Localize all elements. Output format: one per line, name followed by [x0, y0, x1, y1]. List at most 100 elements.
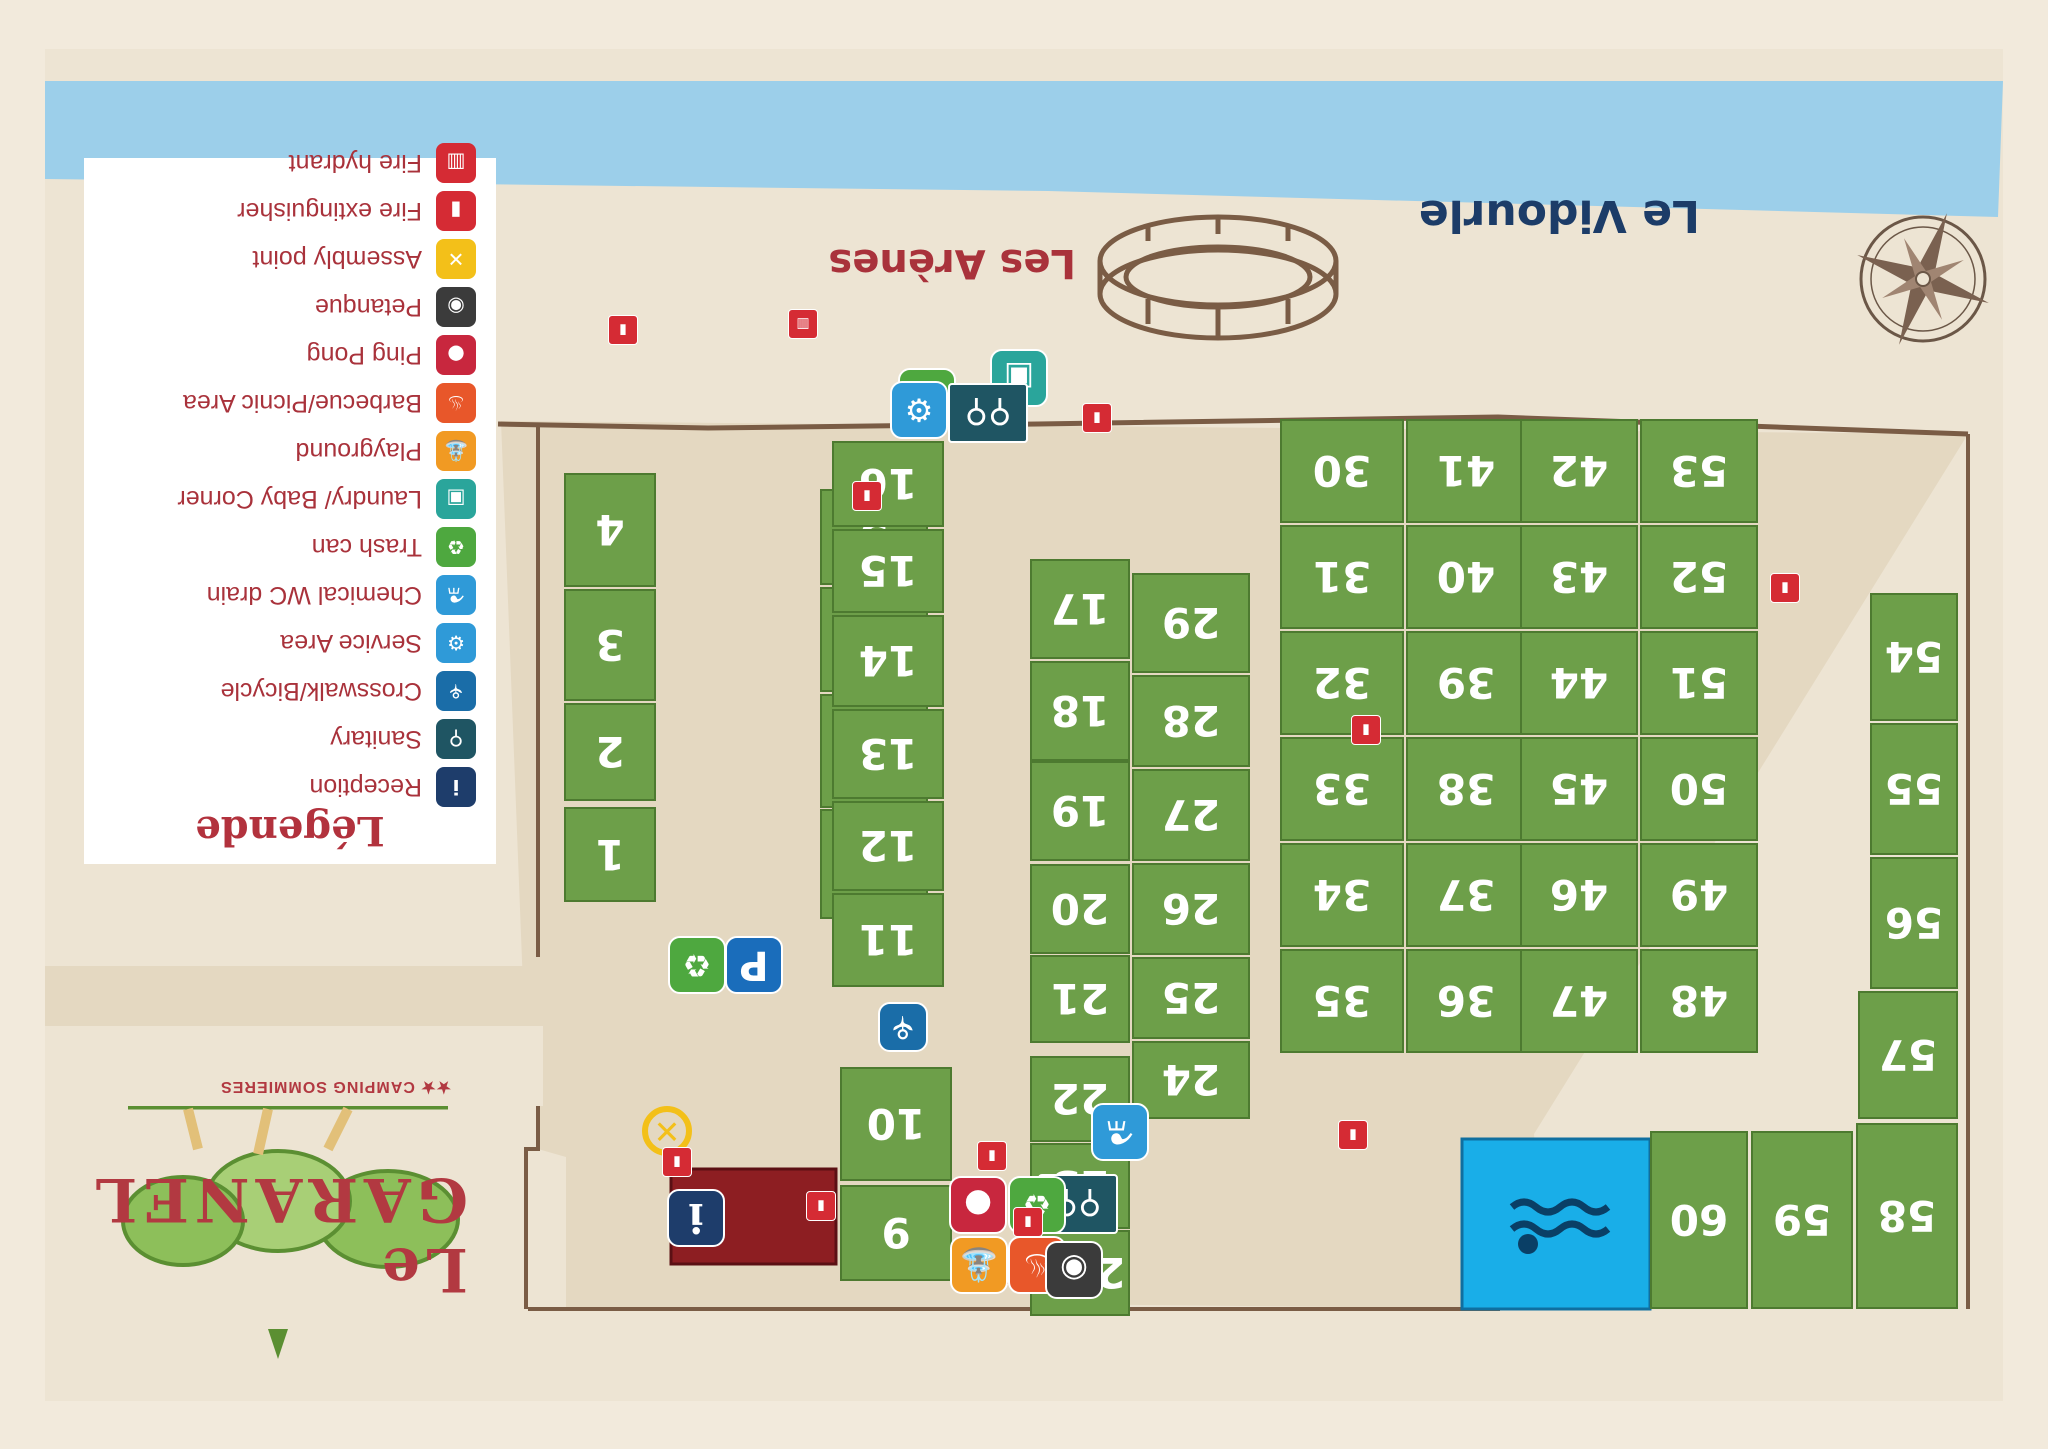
trash-can-icon[interactable]: ♻: [668, 936, 726, 994]
pitch-26[interactable]: 26: [1132, 863, 1250, 955]
pitch-54[interactable]: 54: [1870, 593, 1958, 721]
petanque-icon[interactable]: ◉: [1045, 1241, 1103, 1299]
pitch-43[interactable]: 43: [1520, 525, 1638, 629]
pitch-46[interactable]: 46: [1520, 843, 1638, 947]
trash-can-icon: ♻: [436, 527, 476, 567]
pitch-number: 1: [595, 830, 625, 879]
pitch-16[interactable]: 16: [832, 441, 944, 527]
pitch-20[interactable]: 20: [1030, 864, 1130, 954]
pitch-47[interactable]: 47: [1520, 949, 1638, 1053]
river-vidourle: [45, 81, 2003, 217]
fire-extinguisher-icon[interactable]: ▮: [806, 1191, 836, 1221]
pitch-14[interactable]: 14: [832, 615, 944, 707]
pitch-number: 56: [1884, 898, 1944, 948]
parking-icon[interactable]: P: [725, 936, 783, 994]
pitch-33[interactable]: 33: [1280, 737, 1404, 841]
fire-extinguisher-icon[interactable]: ▮: [662, 1147, 692, 1177]
legend-item: ⚲Sanitary: [330, 717, 476, 761]
pitch-1[interactable]: 1: [564, 807, 656, 902]
pitch-34[interactable]: 34: [1280, 843, 1404, 947]
playground-icon[interactable]: ⛲: [950, 1236, 1008, 1294]
pitch-35[interactable]: 35: [1280, 949, 1404, 1053]
chemical-wc-icon[interactable]: ⚗: [1091, 1103, 1149, 1161]
assembly-point-icon: ✕: [436, 239, 476, 279]
pitch-37[interactable]: 37: [1406, 843, 1526, 947]
fire-extinguisher-icon[interactable]: ▮: [1351, 715, 1381, 745]
fire-extinguisher-icon[interactable]: ▮: [1082, 403, 1112, 433]
arena-label: Les Arènes: [828, 240, 1076, 286]
fire-extinguisher-icon[interactable]: ▮: [977, 1141, 1007, 1171]
pitch-21[interactable]: 21: [1030, 955, 1130, 1043]
service-area-icon[interactable]: ⚙: [890, 381, 948, 439]
pitch-number: 42: [1549, 446, 1609, 496]
pitch-18[interactable]: 18: [1030, 661, 1130, 761]
fire-extinguisher-icon[interactable]: ▮: [852, 481, 882, 511]
fire-extinguisher-icon[interactable]: ▮: [1770, 573, 1800, 603]
legend-label: Crosswalk/Bicycle: [220, 677, 422, 706]
legend-item: ⚘Crosswalk/Bicycle: [221, 669, 476, 713]
pitch-49[interactable]: 49: [1640, 843, 1758, 947]
pitch-40[interactable]: 40: [1406, 525, 1526, 629]
pitch-30[interactable]: 30: [1280, 419, 1404, 523]
pitch-53[interactable]: 53: [1640, 419, 1758, 523]
ping-pong-icon: ●: [436, 335, 476, 375]
pitch-25[interactable]: 25: [1132, 957, 1250, 1039]
swimming-pool: [1460, 1137, 1652, 1311]
pitch-15[interactable]: 15: [832, 529, 944, 613]
reception-icon[interactable]: i: [667, 1189, 725, 1247]
compass-rose: [1857, 213, 1989, 345]
pitch-42[interactable]: 42: [1520, 419, 1638, 523]
pitch-13[interactable]: 13: [832, 709, 944, 799]
pitch-55[interactable]: 55: [1870, 723, 1958, 855]
pitch-number: 29: [1161, 598, 1221, 648]
pitch-60[interactable]: 60: [1650, 1131, 1748, 1309]
pitch-39[interactable]: 39: [1406, 631, 1526, 735]
pitch-number: 50: [1669, 764, 1729, 814]
fire-extinguisher-icon[interactable]: ▮: [608, 315, 638, 345]
pitch-45[interactable]: 45: [1520, 737, 1638, 841]
fire-hydrant-icon[interactable]: ▥: [788, 309, 818, 339]
pitch-41[interactable]: 41: [1406, 419, 1526, 523]
pitch-17[interactable]: 17: [1030, 559, 1130, 659]
pitch-number: 2: [595, 727, 625, 777]
pitch-number: 33: [1312, 764, 1372, 814]
pitch-48[interactable]: 48: [1640, 949, 1758, 1053]
pitch-32[interactable]: 32: [1280, 631, 1404, 735]
pitch-number: 41: [1436, 446, 1496, 496]
pitch-number: 45: [1549, 764, 1609, 814]
pitch-52[interactable]: 52: [1640, 525, 1758, 629]
pitch-31[interactable]: 31: [1280, 525, 1404, 629]
pitch-24[interactable]: 24: [1132, 1041, 1250, 1119]
pitch-19[interactable]: 19: [1030, 761, 1130, 861]
pitch-59[interactable]: 59: [1751, 1131, 1853, 1309]
pitch-56[interactable]: 56: [1870, 857, 1958, 989]
legend-item: ▥Fire hydrant: [289, 141, 476, 185]
pitch-9[interactable]: 9: [840, 1185, 952, 1281]
ping-pong-icon[interactable]: ●: [949, 1176, 1007, 1234]
legend-label: Playground: [295, 437, 422, 466]
pitch-11[interactable]: 11: [832, 893, 944, 987]
pitch-57[interactable]: 57: [1858, 991, 1958, 1119]
pitch-58[interactable]: 58: [1856, 1123, 1958, 1309]
pitch-2[interactable]: 2: [564, 703, 656, 801]
logo-artwork: [121, 1104, 460, 1359]
pitch-12[interactable]: 12: [832, 801, 944, 891]
river-label: Le Vidourle: [1418, 190, 1700, 241]
pitch-4[interactable]: 4: [564, 473, 656, 587]
pitch-36[interactable]: 36: [1406, 949, 1526, 1053]
pitch-number: 38: [1436, 764, 1496, 814]
pitch-50[interactable]: 50: [1640, 737, 1758, 841]
pitch-3[interactable]: 3: [564, 589, 656, 701]
fire-extinguisher-icon[interactable]: ▮: [1338, 1120, 1368, 1150]
sanitary-icon[interactable]: ⚲⚲: [948, 383, 1028, 443]
pitch-38[interactable]: 38: [1406, 737, 1526, 841]
fire-extinguisher-icon[interactable]: ▮: [1013, 1207, 1043, 1237]
pitch-number: 28: [1161, 696, 1221, 746]
pitch-27[interactable]: 27: [1132, 769, 1250, 861]
pitch-51[interactable]: 51: [1640, 631, 1758, 735]
crosswalk-icon[interactable]: ⚘: [878, 1002, 928, 1052]
pitch-29[interactable]: 29: [1132, 573, 1250, 673]
pitch-10[interactable]: 10: [840, 1067, 952, 1181]
pitch-44[interactable]: 44: [1520, 631, 1638, 735]
pitch-28[interactable]: 28: [1132, 675, 1250, 767]
